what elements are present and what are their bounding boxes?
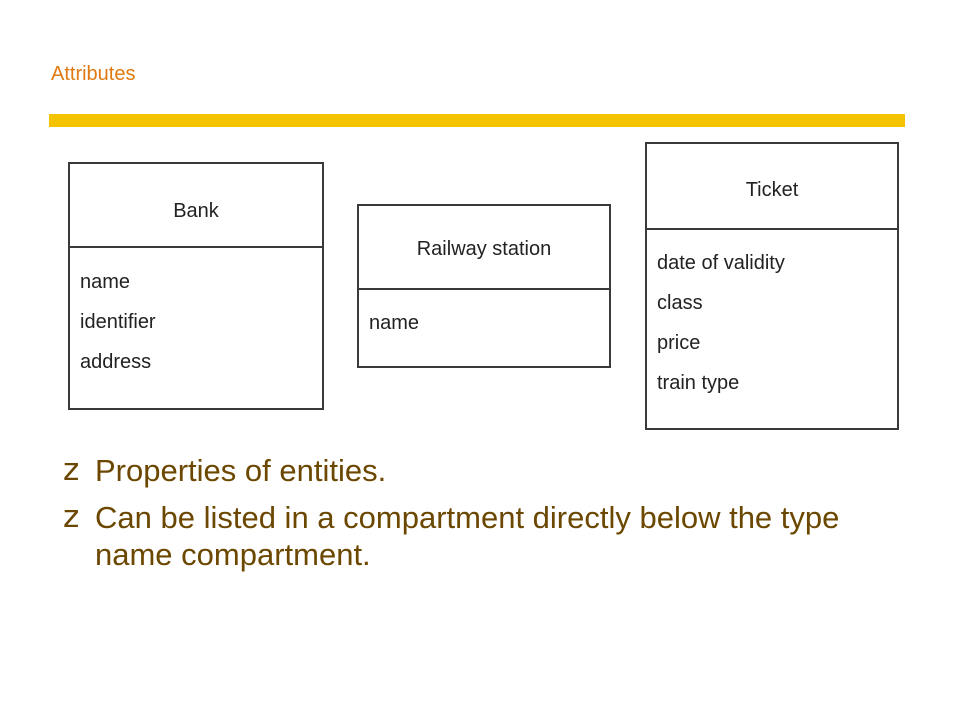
uml-attribute: class [657, 292, 703, 314]
bullet-marker-icon: z [63, 452, 80, 488]
bullet-list: z Properties of entities. z Can be liste… [63, 452, 923, 573]
title-rule [49, 114, 905, 127]
uml-attribute: train type [657, 372, 740, 394]
slide-title: Attributes [51, 63, 136, 85]
uml-attribute-list: name identifier address [80, 262, 318, 382]
uml-divider [647, 228, 897, 230]
uml-attribute-list: date of validity class price train type [657, 243, 893, 403]
uml-class-bank: Bank name identifier address [68, 162, 324, 410]
uml-attribute: identifier [80, 311, 156, 333]
bullet-text: Can be listed in a compartment directly … [95, 500, 840, 572]
uml-class-name: Bank [173, 200, 219, 222]
uml-attribute: price [657, 332, 701, 354]
uml-attribute: name [80, 271, 131, 293]
uml-attribute: name [369, 312, 420, 334]
uml-divider [70, 246, 322, 248]
bullet-item: z Properties of entities. [63, 452, 923, 489]
uml-attribute-list: name [369, 303, 605, 343]
bullet-item: z Can be listed in a compartment directl… [63, 499, 865, 573]
uml-attribute: address [80, 351, 152, 373]
uml-class-name: Railway station [416, 238, 552, 260]
uml-attribute: date of validity [657, 252, 785, 274]
bullet-marker-icon: z [63, 499, 80, 535]
uml-divider [359, 288, 609, 290]
uml-class-railway-station: Railway station name [357, 204, 611, 368]
bullet-text: Properties of entities. [95, 453, 387, 488]
uml-class-name: Ticket [745, 179, 799, 201]
uml-class-ticket: Ticket date of validity class price trai… [645, 142, 899, 430]
